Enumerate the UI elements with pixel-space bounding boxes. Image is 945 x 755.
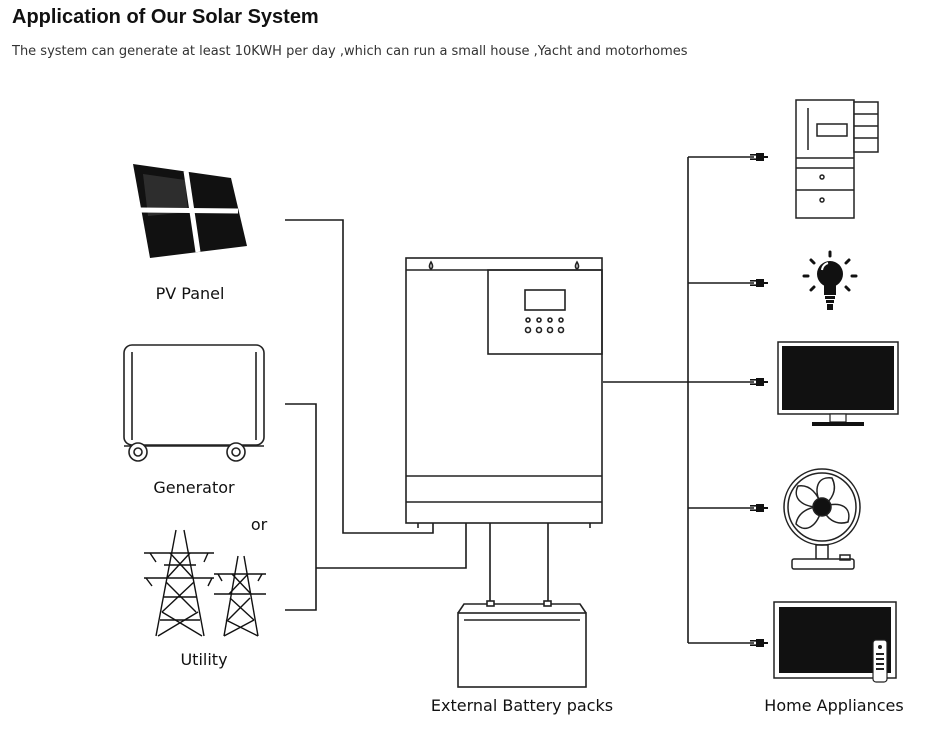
battery-label: External Battery packs	[431, 696, 613, 715]
generator-label: Generator	[153, 478, 235, 497]
pv-panel-icon	[133, 164, 247, 258]
utility-label: Utility	[180, 650, 227, 669]
inverter-icon	[405, 257, 603, 528]
television-remote-icon	[773, 601, 897, 683]
or-label: or	[251, 515, 268, 534]
generator-icon	[123, 344, 265, 462]
pv-panel-label: PV Panel	[156, 284, 225, 303]
utility-tower-icon	[214, 555, 266, 637]
wiring	[285, 156, 754, 644]
refrigerator-icon	[795, 99, 879, 219]
page-subtitle: The system can generate at least 10KWH p…	[12, 44, 688, 59]
page-title: Application of Our Solar System	[12, 6, 319, 28]
light-bulb-icon	[802, 250, 858, 310]
battery-icon	[457, 600, 587, 688]
utility-tower-icon	[144, 529, 214, 637]
fan-icon	[783, 468, 861, 570]
tv-icon	[777, 341, 899, 426]
appliances-label: Home Appliances	[764, 696, 903, 715]
